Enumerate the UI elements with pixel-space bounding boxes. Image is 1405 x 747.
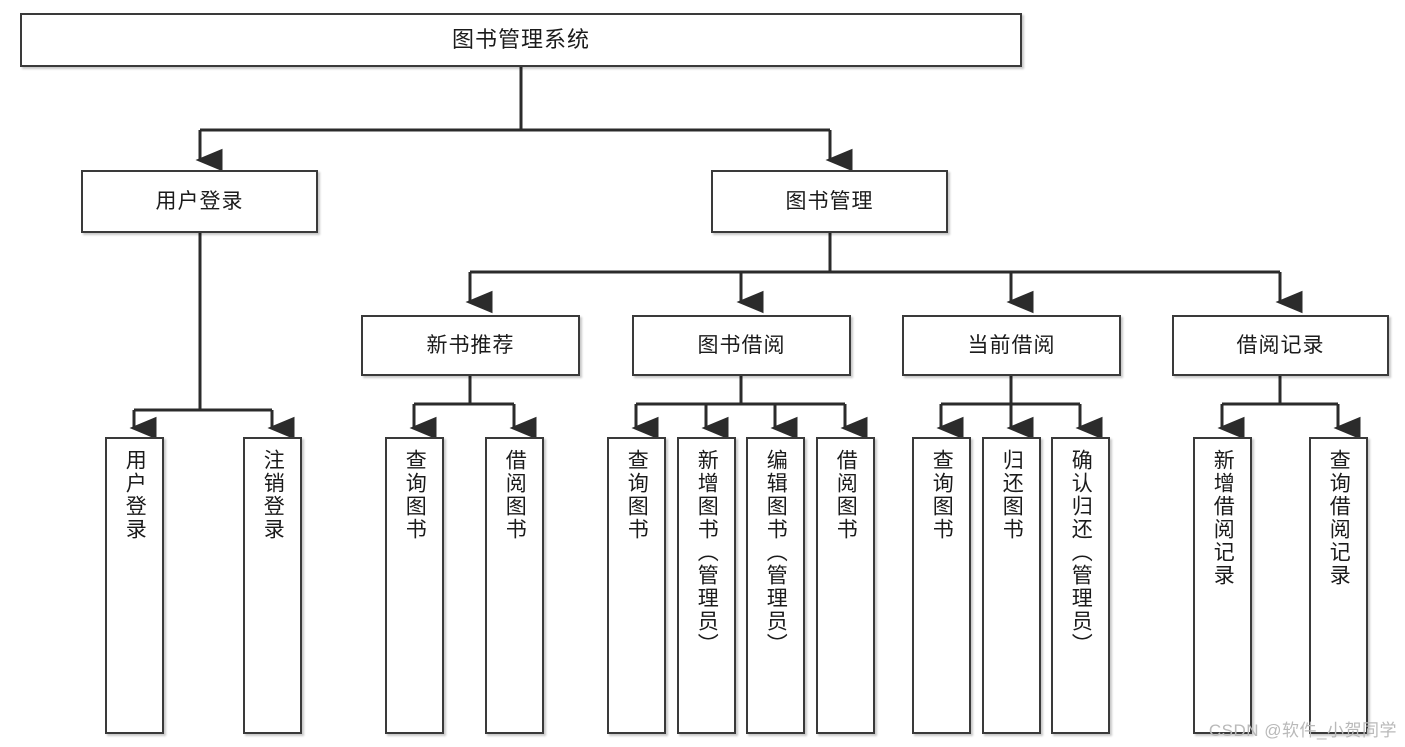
node-new-book-rec-label: 新书推荐 xyxy=(426,333,515,357)
node-root-label: 图书管理系统 xyxy=(451,26,590,52)
node-leaf-query-book-2[interactable]: 查询图书 xyxy=(607,437,666,734)
node-leaf-borrow-book-2[interactable]: 借阅图书 xyxy=(816,437,875,734)
node-leaf-add-record[interactable]: 新增借阅记录 xyxy=(1193,437,1252,734)
node-leaf-query-book-1-label: 查询图书 xyxy=(403,449,427,541)
node-leaf-confirm-return[interactable]: 确认归还（管理员） xyxy=(1051,437,1110,734)
node-leaf-query-book-2-label: 查询图书 xyxy=(625,449,649,541)
node-leaf-borrow-book-1[interactable]: 借阅图书 xyxy=(485,437,544,734)
node-leaf-logout-label: 注销登录 xyxy=(261,449,285,541)
node-book-manage[interactable]: 图书管理 xyxy=(711,170,948,233)
node-current-borrow[interactable]: 当前借阅 xyxy=(902,315,1121,376)
node-leaf-user-login-label: 用户登录 xyxy=(123,449,147,541)
node-user-login[interactable]: 用户登录 xyxy=(81,170,318,233)
node-user-login-label: 用户登录 xyxy=(155,189,244,213)
node-leaf-logout[interactable]: 注销登录 xyxy=(243,437,302,734)
node-root[interactable]: 图书管理系统 xyxy=(20,13,1022,67)
node-leaf-add-book[interactable]: 新增图书（管理员） xyxy=(677,437,736,734)
node-leaf-add-book-label: 新增图书（管理员） xyxy=(695,449,719,656)
node-leaf-return-book-label: 归还图书 xyxy=(1000,449,1024,541)
node-leaf-query-book-1[interactable]: 查询图书 xyxy=(385,437,444,734)
node-leaf-borrow-book-2-label: 借阅图书 xyxy=(834,449,858,541)
node-leaf-query-book-3[interactable]: 查询图书 xyxy=(912,437,971,734)
node-book-manage-label: 图书管理 xyxy=(785,189,874,213)
node-leaf-borrow-book-1-label: 借阅图书 xyxy=(503,449,527,541)
node-leaf-query-record[interactable]: 查询借阅记录 xyxy=(1309,437,1368,734)
node-leaf-return-book[interactable]: 归还图书 xyxy=(982,437,1041,734)
node-leaf-query-book-3-label: 查询图书 xyxy=(930,449,954,541)
node-book-borrow-label: 图书借阅 xyxy=(697,333,786,357)
node-borrow-record-label: 借阅记录 xyxy=(1236,333,1325,357)
node-borrow-record[interactable]: 借阅记录 xyxy=(1172,315,1389,376)
node-new-book-rec[interactable]: 新书推荐 xyxy=(361,315,580,376)
node-leaf-query-record-label: 查询借阅记录 xyxy=(1327,449,1351,587)
node-leaf-edit-book-label: 编辑图书（管理员） xyxy=(764,449,788,656)
node-leaf-add-record-label: 新增借阅记录 xyxy=(1211,449,1235,587)
node-current-borrow-label: 当前借阅 xyxy=(967,333,1056,357)
node-leaf-confirm-return-label: 确认归还（管理员） xyxy=(1069,449,1093,656)
node-leaf-user-login[interactable]: 用户登录 xyxy=(105,437,164,734)
node-leaf-edit-book[interactable]: 编辑图书（管理员） xyxy=(746,437,805,734)
node-book-borrow[interactable]: 图书借阅 xyxy=(632,315,851,376)
